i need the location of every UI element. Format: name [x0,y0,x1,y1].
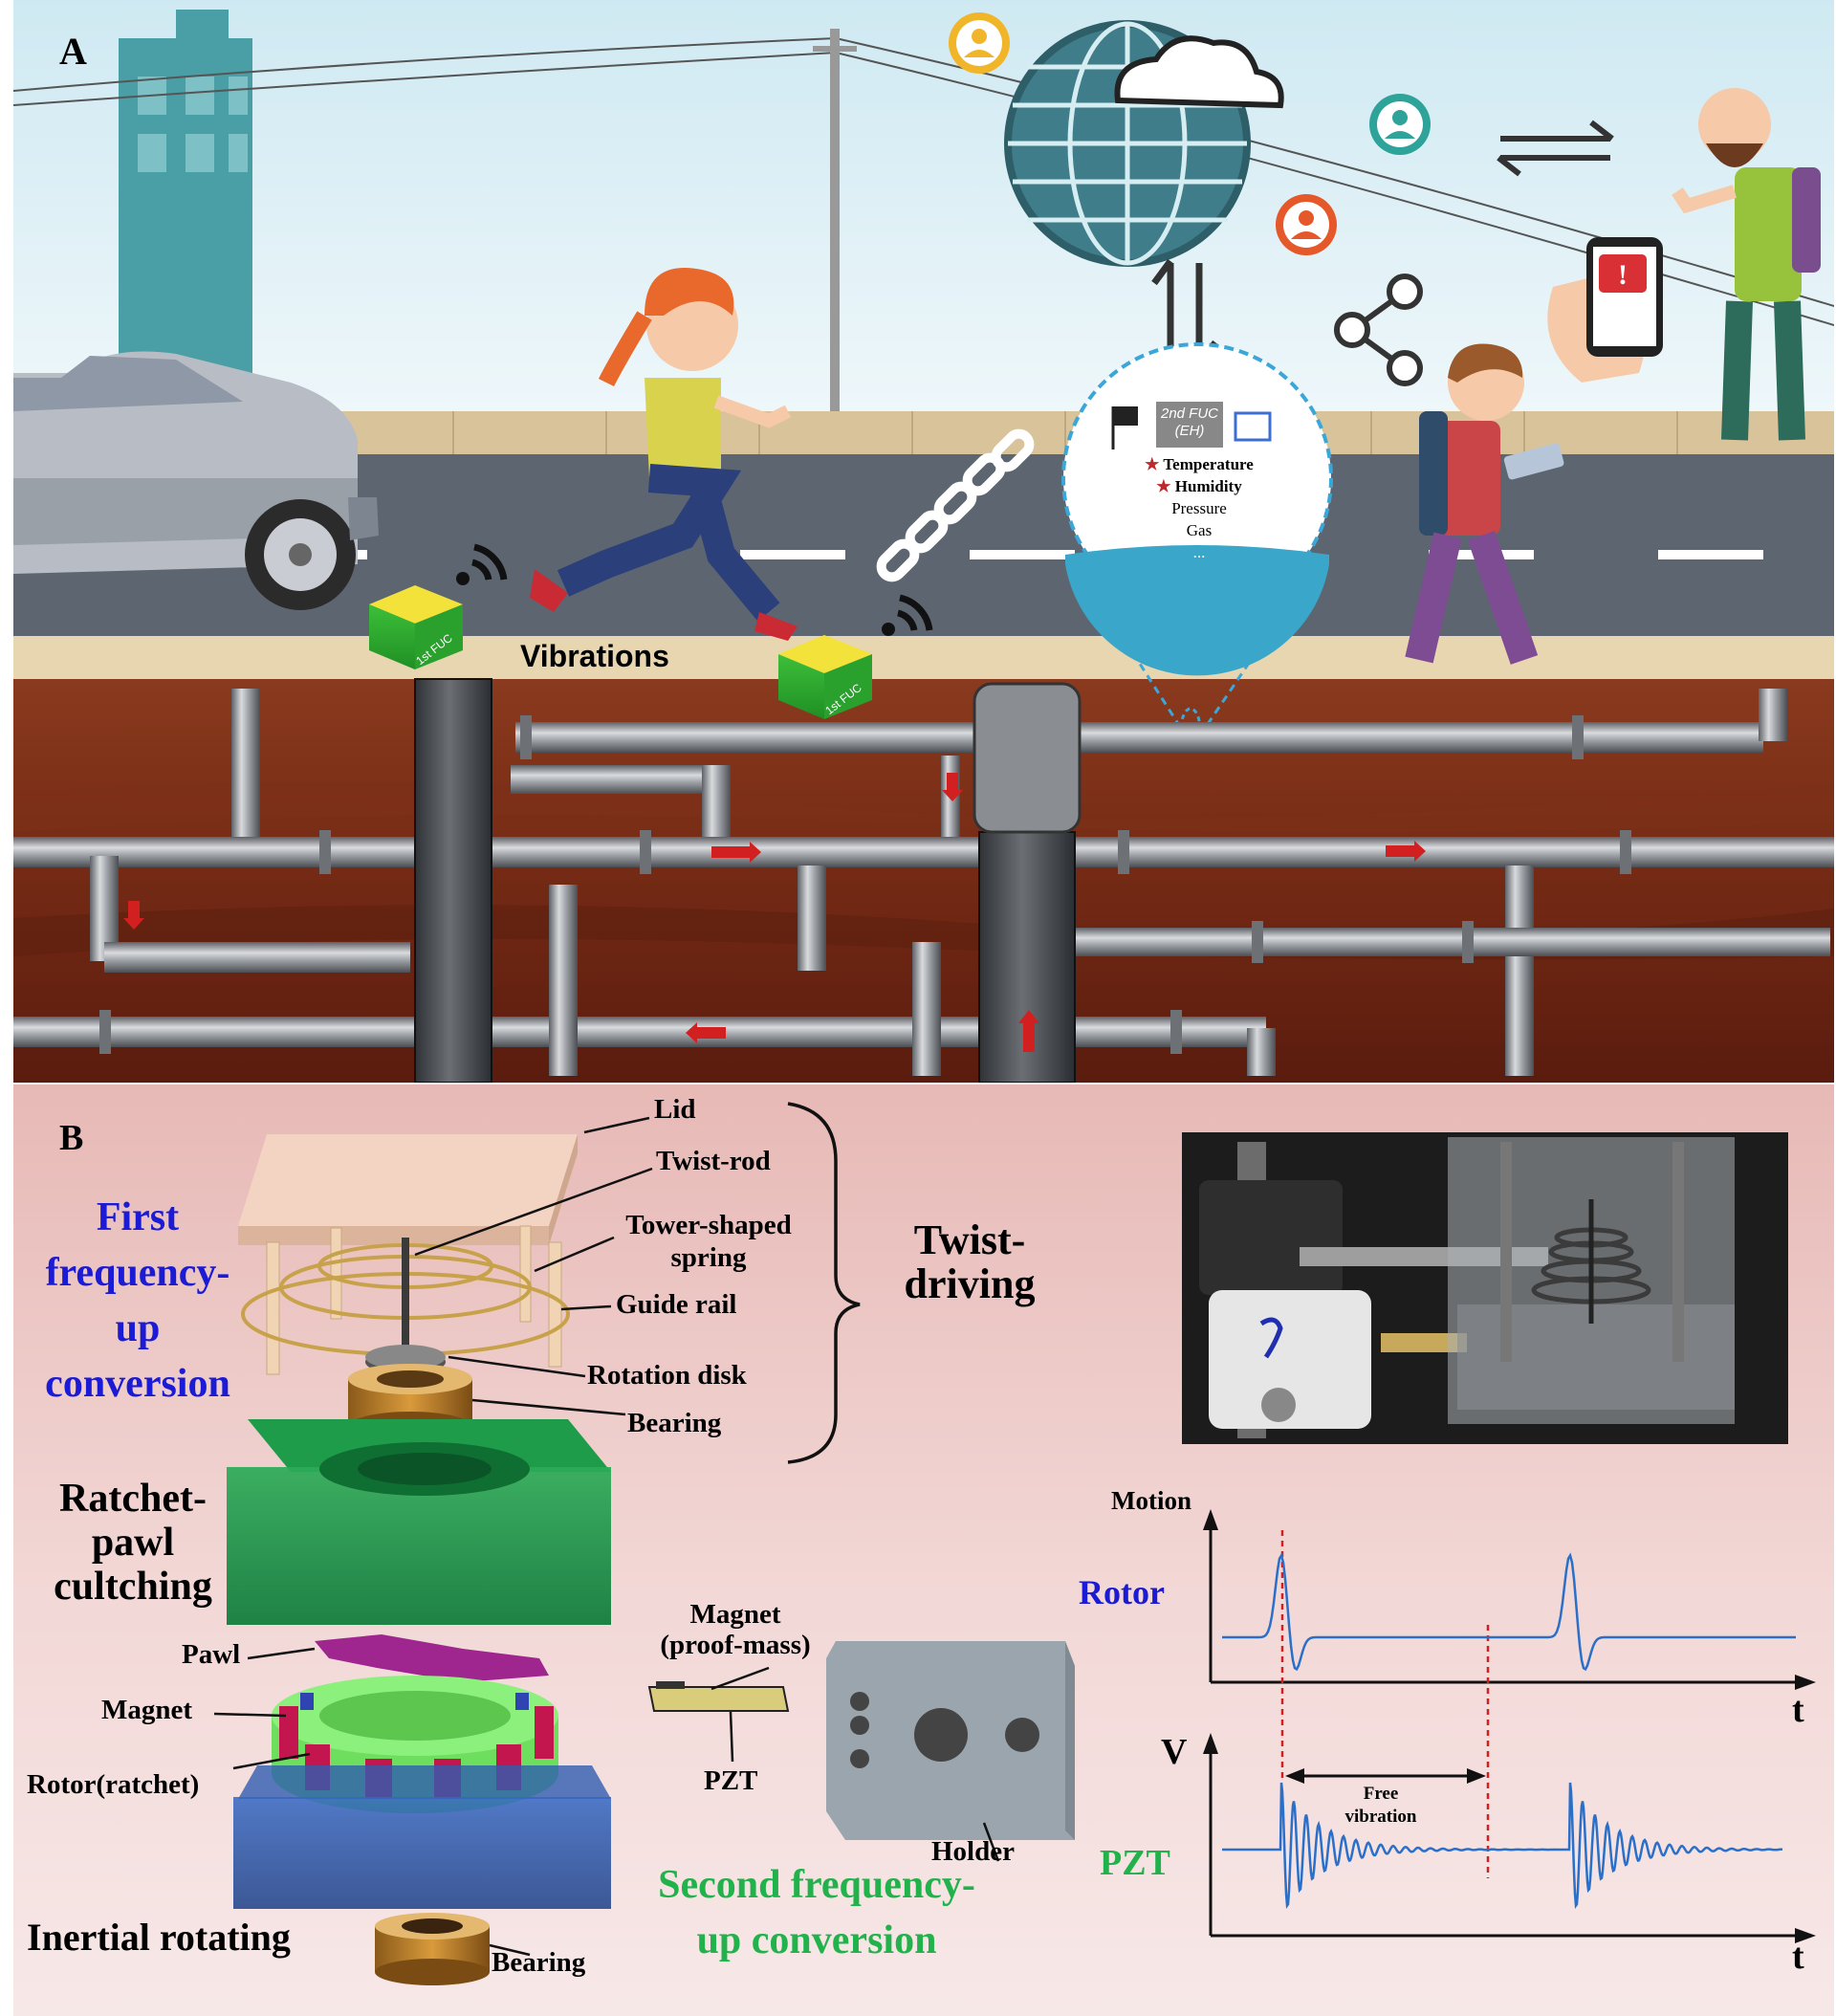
wireless-signal-icon [882,594,933,636]
guide-rails [266,1225,562,1375]
building [119,10,252,411]
leader-lines [213,1116,1000,1957]
magnet-label: Magnet [101,1695,193,1725]
sensor-gas: Gas [1186,521,1213,539]
panel-b-label: B [59,1118,84,1158]
first-fuc-line-3: up [115,1306,161,1350]
first-fuc-label: First frequency- up conversion [23,1190,252,1412]
rotor-signal-label: Rotor [1079,1573,1165,1611]
pzt-waveform [1222,1782,1783,1910]
user-icon-orange [1276,194,1337,255]
sensor-pressure: Pressure [1171,499,1227,517]
first-fuc-line-4: conversion [45,1362,230,1406]
man-standing [1672,88,1821,441]
pawl-part [315,1634,549,1682]
ratchet-block [227,1419,611,1625]
ratchet-line-1: Ratchet- [59,1477,207,1521]
runner-woman [530,268,798,641]
rotation-disk-label: Rotation disk [587,1360,747,1391]
bearing-bottom-label: Bearing [492,1947,586,1978]
holder-part [826,1641,1075,1840]
svg-text:!: ! [1618,259,1628,291]
first-fuc-line-1: First [96,1195,180,1239]
holder-label: Holder [931,1836,1015,1867]
twist-driving-brace [787,1102,861,1464]
wireless-signal-icon [456,543,508,585]
bearing-bottom [375,1913,490,1985]
signal-plots [1203,1509,1816,1943]
twist-driving-line-2: driving [904,1260,1036,1307]
boy-walking [1405,343,1564,665]
pzt-signal-label: PZT [1100,1843,1170,1883]
tower-spring-line-2: spring [670,1242,747,1273]
user-icon-yellow [949,12,1010,74]
magnet-proof-line-1: Magnet [689,1599,781,1630]
base-block [233,1765,611,1909]
magnet-proof-mass-label: Magnet (proof-mass) [640,1599,831,1660]
magnet-block [279,1706,298,1759]
second-fuc-line-2: up conversion [696,1918,937,1962]
bearing-top-label: Bearing [627,1408,722,1438]
sensor-more: ... [1192,543,1206,561]
free-vibration-line-1: Free [1363,1784,1399,1804]
guide-rail-label: Guide rail [616,1289,737,1320]
fuc1-device-left [369,585,463,669]
exchange-arrows-icon [1497,120,1614,177]
panel-a-label: A [59,30,87,73]
ratchet-line-3: cultching [54,1565,212,1609]
pzt-part-label: PZT [704,1765,758,1796]
sensor-temperature: ★ Temperature [1145,455,1254,473]
twist-driving-label: Twist- driving [874,1218,1065,1306]
sensor-magnifier [1061,342,1333,753]
tower-spring-line-1: Tower-shaped [625,1210,792,1240]
pawl-label: Pawl [182,1639,241,1670]
pipe-network [13,678,1834,1083]
twist-driving-line-1: Twist- [913,1216,1026,1263]
free-vibration-label: Free vibration [1328,1783,1433,1829]
lid-label: Lid [654,1094,696,1125]
panel-b-illustration [213,1102,1816,1985]
ratchet-line-2: pawl [91,1521,175,1565]
t-axis-label-bottom: t [1792,1937,1804,1977]
second-fuc-label: Second frequency- up conversion [616,1857,1017,1968]
t-axis-label-top: t [1792,1690,1804,1730]
pzt-beam [647,1681,790,1712]
free-vibration-line-2: vibration [1344,1807,1417,1827]
lid-part [238,1134,578,1245]
fuc1-device-right [778,635,872,719]
flow-arrows [123,773,1426,1052]
sensor-list: ★ Temperature ★ Humidity Pressure Gas ..… [1099,453,1300,563]
second-fuc-line-1: Second frequency- [658,1863,975,1907]
panel-a-illustration: ! [13,0,1834,1083]
twist-rod-label: Twist-rod [656,1146,771,1176]
inertial-rotating-label: Inertial rotating [27,1916,291,1959]
tower-spring-label: Tower-shaped spring [599,1209,819,1274]
magnet-proof-line-2: (proof-mass) [660,1630,811,1660]
ratchet-pawl-label: Ratchet- pawl cultching [33,1477,233,1609]
car [13,351,379,610]
cloud-icon [1114,35,1284,109]
v-axis-label: V [1161,1732,1188,1772]
phone-alert-icon: ! [1547,237,1663,383]
utility-pole [830,29,840,411]
share-icon [1334,274,1423,386]
motion-axis-label: Motion [1111,1486,1191,1515]
fuc2-label: 2nd FUC (EH) [1160,405,1219,439]
rotor-label-part: Rotor(ratchet) [27,1769,200,1800]
rotor-waveform [1222,1552,1796,1672]
panel-b: B First frequency- up conversion Ratchet… [13,1085,1834,2016]
panel-a: ! [13,0,1834,1083]
chain-link-icon [876,428,1035,582]
prototype-photo [1182,1132,1788,1444]
vibrations-label: Vibrations [520,639,669,673]
user-icon-teal [1369,94,1431,155]
first-fuc-line-2: frequency- [45,1251,230,1295]
sensor-humidity: ★ Humidity [1156,477,1242,495]
